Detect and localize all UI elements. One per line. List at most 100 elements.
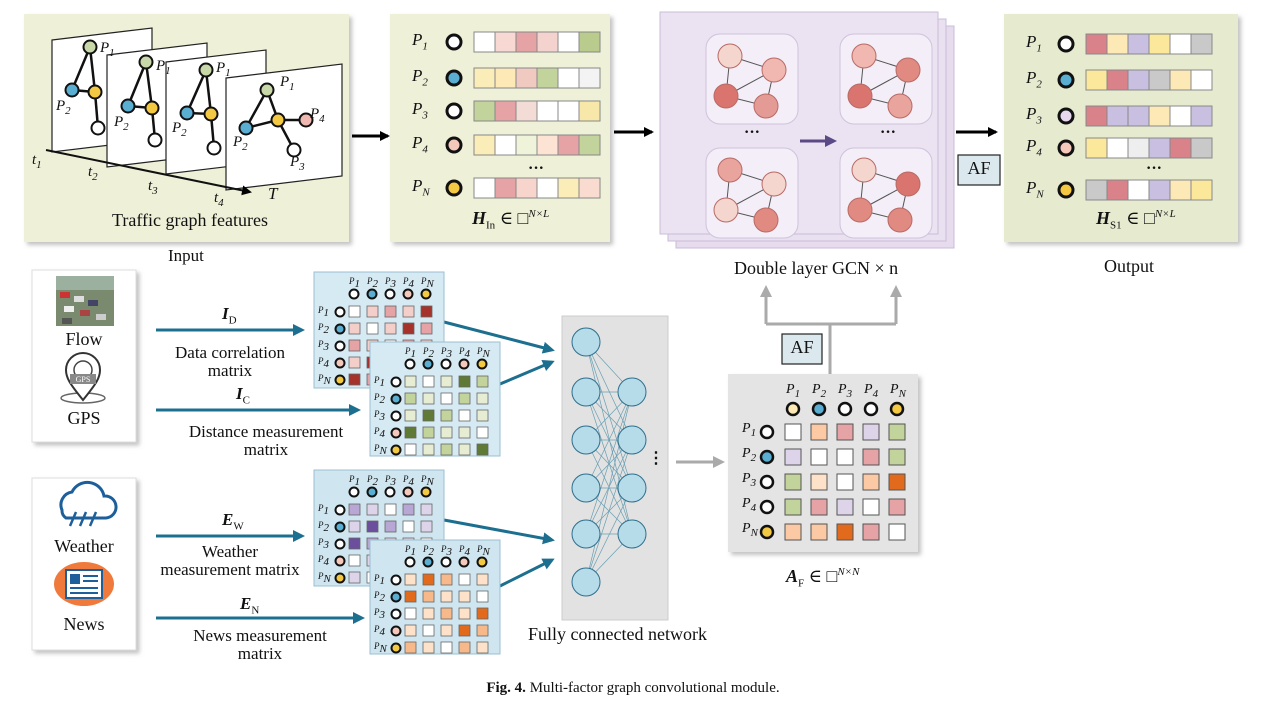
hin-node [445,33,463,51]
mini-row-label: P4 [318,356,329,370]
mini-row-node [390,642,402,654]
af-cell [810,523,828,541]
af-cell [784,423,802,441]
fc-ellipsis: ⋮ [648,450,664,467]
af-cell [836,423,854,441]
gcn-panel [659,11,955,249]
mini-row-node [334,521,346,533]
mini-row-node [334,323,346,335]
caption-fig: Fig. 4. [486,680,526,696]
mini-col-label: P3 [385,276,396,290]
ic-letter: I [236,384,243,403]
hin-row-label: P2 [412,66,428,89]
fc-neuron [617,473,647,503]
mini-col-node [422,358,434,370]
gcn-node [887,93,913,119]
hin-symbol: H [472,208,487,228]
mini-col-node [348,288,360,300]
output-cell [1127,69,1150,91]
af-cell [784,498,802,516]
ic-desc-1: Distance measurement [188,422,344,441]
output-node [1057,181,1075,199]
mini-cell [420,503,433,516]
hin-cell [515,134,538,156]
af-col-label: PN [890,382,906,400]
output-node [1057,35,1075,53]
gcn-graph-box [705,147,799,239]
af-cell [784,448,802,466]
output-cell [1106,105,1129,127]
mini-cell [366,322,379,335]
gcn-graph-box [839,147,933,239]
af-cell [836,473,854,491]
gcn-node [753,207,779,233]
af-col-label: P1 [786,382,801,400]
hin-cell [578,134,601,156]
mini-col-node [420,486,432,498]
hin-cell [536,177,559,199]
source-arrows [156,320,555,624]
hin-node [445,136,463,154]
node-label: P2 [56,98,71,117]
hin-cell [557,100,580,122]
mini-cell [440,641,453,654]
gcn-graph-box [705,33,799,125]
node-label-p2: P2 [233,134,248,153]
output-cell [1148,105,1171,127]
ew-desc-1: Weather [201,542,259,561]
mini-cell [404,573,417,586]
hin-sup: N×L [528,208,550,220]
en-letter: E [240,594,252,613]
mini-cell [458,624,471,637]
caption-text: Multi-factor graph convolutional module. [529,680,780,696]
mini-col-node [422,556,434,568]
mini-row-node [390,591,402,603]
en-desc-1: News measurement [193,626,327,645]
hin-cell [494,100,517,122]
flow-label: Flow [65,329,103,349]
mini-cell [458,573,471,586]
af-col-label: P4 [864,382,879,400]
hin-cell [557,67,580,89]
af-row-node [759,449,775,465]
mini-cell [458,392,471,405]
output-panel [1004,14,1238,242]
fc-edge [585,391,633,535]
output-cell [1169,137,1192,159]
mini-row-node [390,393,402,405]
mini-col-node [384,288,396,300]
mini-col-node [366,288,378,300]
af-label-feedback: AF [790,337,814,357]
mini-row-label: P2 [374,590,385,604]
hin-cell [473,100,496,122]
gcn-node [753,93,779,119]
mini-row-node [390,427,402,439]
fc-label: Fully connected network [528,624,707,644]
output-cell [1169,69,1192,91]
fc-neuron [617,519,647,549]
output-in: ∈ □ [1126,208,1155,228]
mini-cell [458,607,471,620]
output-cell [1190,33,1213,55]
mini-row-label: P3 [318,339,329,353]
output-cell [1190,179,1213,201]
mini-row-label: PN [318,373,331,387]
mini-cell [476,409,489,422]
gcn-node [887,207,913,233]
fc-neuron [571,425,601,455]
af-cell [810,498,828,516]
hin-cell [536,31,559,53]
af-cell [888,523,906,541]
hin-cell [536,134,559,156]
output-row-label: PN [1026,178,1044,201]
af-feedback [760,285,902,374]
mini-row-node [334,374,346,386]
mini-col-label: PN [477,544,490,558]
mini-col-node [402,288,414,300]
af-row-label: P3 [742,471,757,489]
ic-desc-2: matrix [243,440,289,459]
mini-cell [384,305,397,318]
af-formula: AF ∈ □N×N [786,566,859,590]
mini-cell [440,573,453,586]
af-cell [888,498,906,516]
